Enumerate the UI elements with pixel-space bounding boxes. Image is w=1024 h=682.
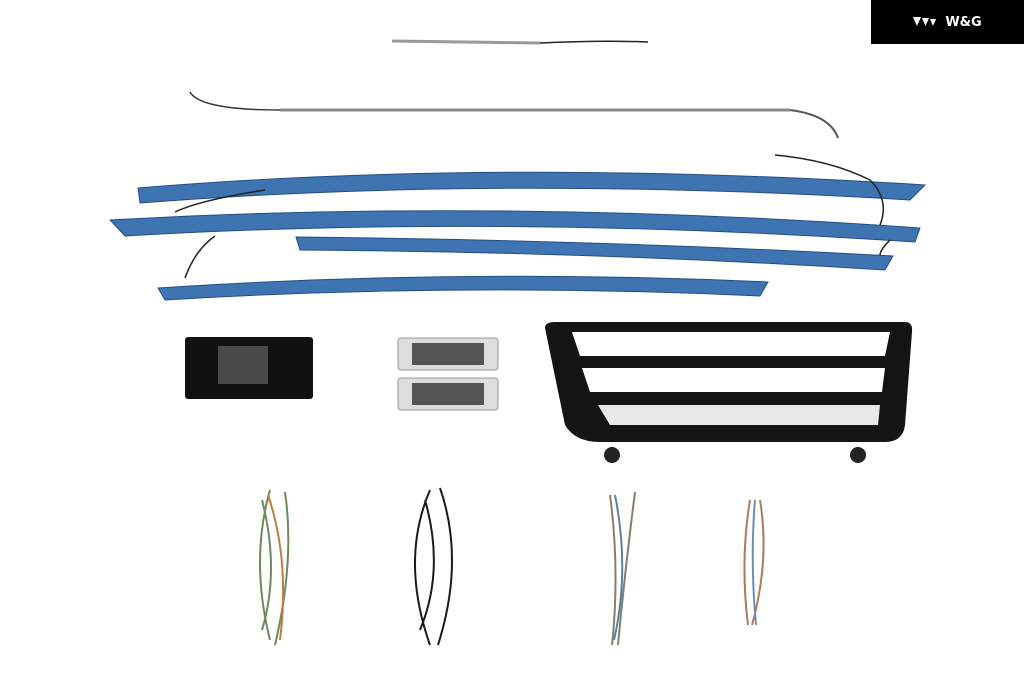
- door-lights: [397, 337, 499, 411]
- brand-logo: W&G: [871, 0, 1024, 44]
- control-module: [185, 337, 313, 399]
- console-trim-panel: [545, 322, 913, 463]
- strip-cables: [174, 154, 891, 279]
- blue-trim-strips: [108, 171, 927, 301]
- thin-light-rod-short: [391, 39, 649, 45]
- thin-light-rod-long: [189, 91, 839, 139]
- wire-harnesses: [259, 487, 765, 646]
- brand-chevrons-icon: [913, 17, 937, 26]
- brand-logo-text: W&G: [945, 14, 982, 30]
